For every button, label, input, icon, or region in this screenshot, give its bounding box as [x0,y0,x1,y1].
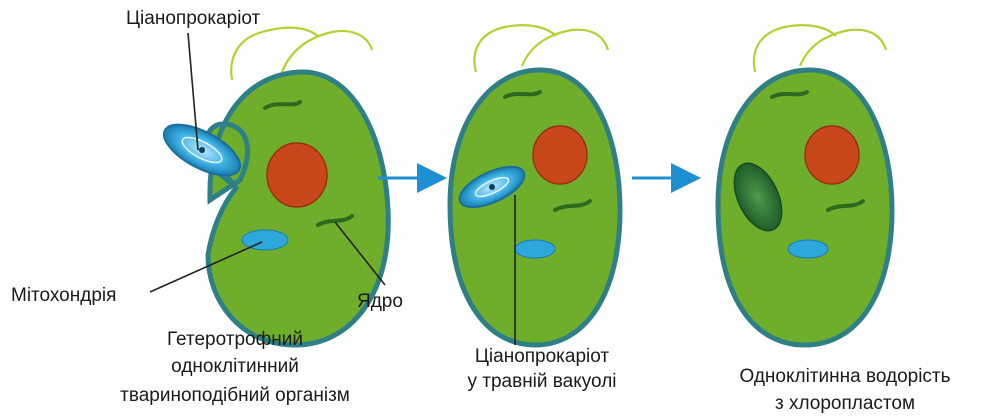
nucleus-3 [805,126,859,184]
flagellum-2a [474,25,556,72]
mitochondrion-2 [515,240,555,258]
label-nucleus: Ядро [357,291,403,312]
cell-stage-chloroplast [718,25,892,345]
label-cyanoprokaryote-vacuole-1: Ціанопрокаріот [475,346,610,367]
nucleus-1 [267,143,327,207]
nucleus-2 [533,126,587,184]
cyanoprokaryote-vacuole-dot [489,184,495,190]
flagellum-1b [282,31,372,72]
label-mitochondrion: Мітохондрія [11,285,116,306]
label-cyanoprokaryote-top: Ціанопрокаріот [126,8,261,29]
caption-stage1-line1: Гетеротрофний [167,329,303,350]
caption-stage3-line2: з хлоропластом [775,393,915,414]
cell-stage-vacuole [450,25,620,345]
label-cyanoprokaryote-vacuole-2: у травній вакуолі [467,371,616,392]
cyanoprokaryote-engulfing-dot [199,147,205,153]
caption-stage1-line2: одноклітинний [171,356,299,377]
caption-stage3-line1: Одноклітинна водорість [739,366,950,387]
flagellum-3b [800,30,886,66]
flagellum-2b [522,30,608,66]
caption-stage1-line3: твариноподібний організм [120,385,350,406]
mitochondrion-3 [788,240,828,258]
flagellum-3a [754,25,836,72]
